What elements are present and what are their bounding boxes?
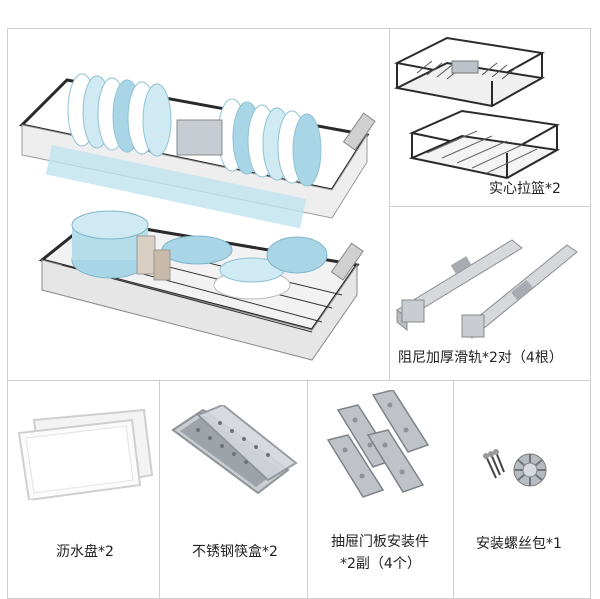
- divider-bottom: [7, 380, 591, 381]
- basket-label: 实心拉篮*2: [489, 181, 561, 197]
- divider-right-mid: [389, 206, 591, 207]
- door-kit-label-2: *2副（4个）: [340, 556, 421, 572]
- screw-pack-label: 安装螺丝包*1: [476, 536, 562, 552]
- slide-rail-image: [392, 230, 588, 340]
- drip-tray-label: 沥水盘*2: [56, 544, 114, 560]
- door-kit-image: [318, 390, 446, 500]
- divider-main: [389, 28, 390, 380]
- divider-b3: [453, 380, 454, 599]
- basket-image: [392, 33, 588, 181]
- main-rack-image: [12, 40, 384, 375]
- drip-tray-image: [14, 405, 154, 500]
- divider-b2: [307, 380, 308, 599]
- chopstick-box-image: [168, 405, 298, 500]
- slide-rail-label: 阻尼加厚滑轨*2对（4根）: [398, 350, 563, 366]
- door-kit-label-1: 抽屉门板安装件: [331, 534, 429, 550]
- screw-pack-image: [478, 448, 558, 493]
- chopstick-box-label: 不锈钢筷盒*2: [192, 544, 278, 560]
- divider-b1: [159, 380, 160, 599]
